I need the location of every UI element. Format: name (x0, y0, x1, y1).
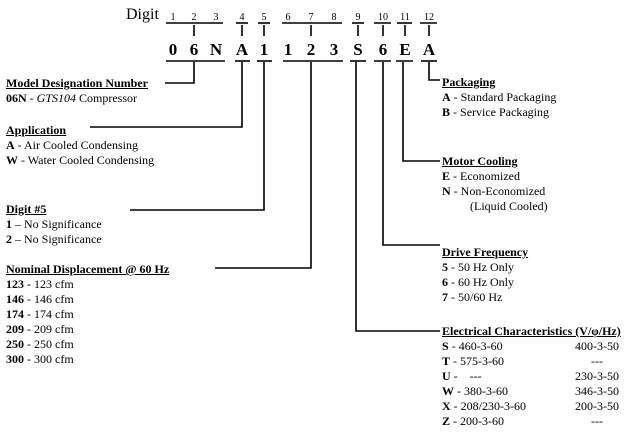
motor-cooling-note: (Liquid Cooled) (470, 199, 548, 213)
list-item: A - Standard Packaging (442, 90, 557, 104)
list-item: 06N - GTS104 Compressor (6, 91, 138, 105)
code-char: E (399, 40, 411, 59)
list-item: 1 – No Significance (6, 217, 102, 231)
code-char: 6 (378, 40, 388, 59)
table-row: U - ---230-3-50 (442, 369, 619, 383)
digit-number: 1 (170, 12, 176, 23)
code-char: 1 (283, 40, 293, 59)
drive-frequency-section: Drive Frequency 5 - 50 Hz Only 6 - 60 Hz… (442, 245, 528, 305)
digit-number: 4 (239, 12, 245, 23)
code-char: N (209, 40, 223, 59)
list-item: N - Non-Economized (442, 184, 546, 198)
model-designation-section: Model Designation Number 06N - GTS104 Co… (6, 76, 148, 106)
code-char: A (422, 40, 436, 59)
list-item: 6 - 60 Hz Only (442, 275, 514, 289)
code-char: 2 (306, 40, 316, 59)
section-title: Model Designation Number (6, 76, 148, 90)
list-item: 123 - 123 cfm (6, 277, 74, 291)
section-title: Motor Cooling (442, 154, 518, 168)
electrical-section: Electrical Characteristics (V/φ/Hz) S - … (442, 324, 632, 429)
list-item: 250 - 250 cfm (6, 337, 74, 351)
code-char: S (353, 40, 363, 59)
section-title: Nominal Displacement @ 60 Hz (6, 262, 170, 276)
section-title: Packaging (442, 75, 496, 89)
code-char: 0 (168, 40, 178, 59)
motor-cooling-section: Motor Cooling E - Economized N - Non-Eco… (442, 154, 548, 214)
digit-number: 6 (285, 12, 291, 23)
code-char: A (235, 40, 249, 59)
code-char: 3 (329, 40, 339, 59)
section-title: Digit #5 (6, 202, 47, 216)
table-row: Z - 200-3-60--- (442, 414, 603, 428)
application-section: Application A - Air Cooled Condensing W … (6, 123, 154, 168)
list-item: 209 - 209 cfm (6, 322, 74, 336)
digit-number: 9 (355, 12, 361, 23)
digit-number: 12 (424, 12, 434, 23)
section-title: Application (6, 123, 67, 137)
digit-label: Digit (126, 6, 159, 23)
digit-number: 8 (331, 12, 337, 23)
section-title: Electrical Characteristics (V/φ/Hz) (442, 324, 621, 338)
list-item: 174 - 174 cfm (6, 307, 74, 321)
list-item: W - Water Cooled Condensing (6, 153, 155, 167)
digit-number: 10 (378, 12, 388, 23)
list-item: 5 - 50 Hz Only (442, 260, 514, 274)
code-char: 6 (189, 40, 199, 59)
list-item: 300 - 300 cfm (6, 352, 74, 366)
list-item: B - Service Packaging (442, 105, 549, 119)
list-item: E - Economized (442, 169, 520, 183)
list-item: 7 - 50/60 Hz (442, 290, 503, 304)
digit-number: 3 (213, 12, 219, 23)
digit-number: 7 (308, 12, 314, 23)
digit5-section: Digit #5 1 – No Significance 2 – No Sign… (6, 202, 102, 247)
digit-number: 5 (261, 12, 267, 23)
list-item: 2 – No Significance (6, 232, 102, 246)
list-item: A - Air Cooled Condensing (6, 138, 139, 152)
code-char: 1 (259, 40, 269, 59)
packaging-section: Packaging A - Standard Packaging B - Ser… (442, 75, 556, 120)
list-item: 146 - 146 cfm (6, 292, 74, 306)
digit-number: 2 (191, 12, 197, 23)
digit-number: 11 (400, 12, 410, 23)
displacement-section: Nominal Displacement @ 60 Hz 123 - 123 c… (6, 262, 169, 367)
section-title: Drive Frequency (442, 245, 529, 259)
table-row: T - 575-3-60--- (442, 354, 603, 368)
